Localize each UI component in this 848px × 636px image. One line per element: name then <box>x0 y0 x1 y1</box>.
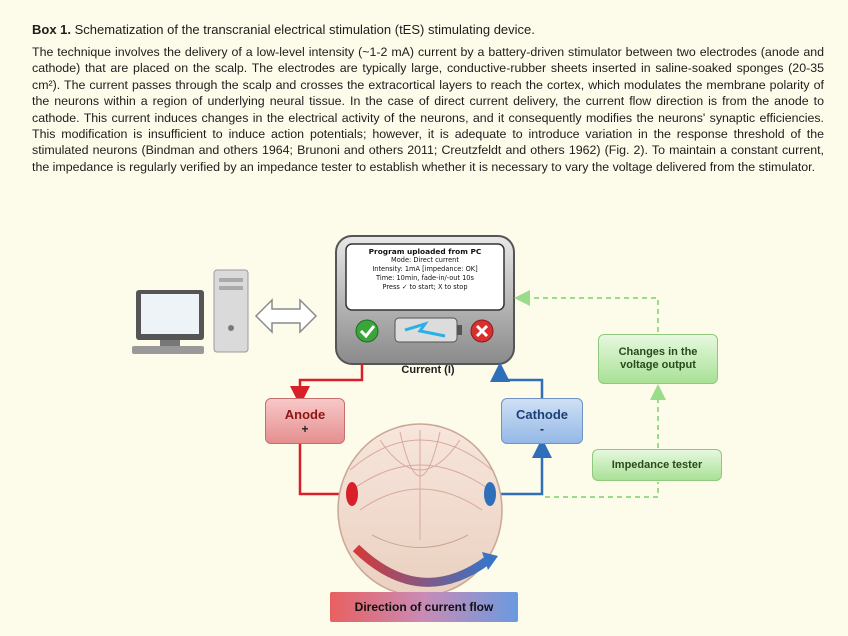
stimulator-device <box>335 235 515 365</box>
voltage-output-label: Changes in the voltage output <box>618 346 698 371</box>
screen-press: Press ✓ to start; X to stop <box>382 283 468 291</box>
anode-box: Anode + <box>265 398 345 444</box>
computer-icon <box>132 269 249 354</box>
device-screen: Program uploaded from PC Mode: Direct cu… <box>348 247 502 292</box>
impedance-tester-label: Impedance tester <box>611 459 703 471</box>
check-icon[interactable] <box>355 319 379 343</box>
battery-icon <box>394 317 462 343</box>
voltage-output-box: Changes in the voltage output <box>598 334 718 384</box>
screen-program: Program uploaded from PC <box>368 247 482 256</box>
anode-sign: + <box>301 421 309 436</box>
direction-box: Direction of current flow <box>330 592 518 622</box>
box-title: Schematization of the transcranial elect… <box>74 22 535 37</box>
cathode-sign: - <box>540 421 544 436</box>
box-heading: Box 1. Schematization of the transcrania… <box>32 22 822 38</box>
cathode-box: Cathode - <box>501 398 583 444</box>
screen-time: Time: 10min, fade-in/-out 10s <box>376 274 474 282</box>
box-label: Box 1. <box>32 22 72 37</box>
screen-mode: Mode: Direct current <box>391 256 459 264</box>
cross-icon[interactable] <box>470 319 494 343</box>
cathode-label: Cathode <box>516 406 568 422</box>
screen-intensity: Intensity: 1mA [impedance: OK] <box>372 265 478 273</box>
impedance-tester-box: Impedance tester <box>592 449 722 481</box>
box-paragraph: The technique involves the delivery of a… <box>32 45 824 174</box>
direction-label: Direction of current flow <box>354 600 494 614</box>
double-arrow-icon <box>254 298 318 334</box>
anode-label: Anode <box>284 406 326 422</box>
current-label: Current (I) <box>401 364 455 376</box>
